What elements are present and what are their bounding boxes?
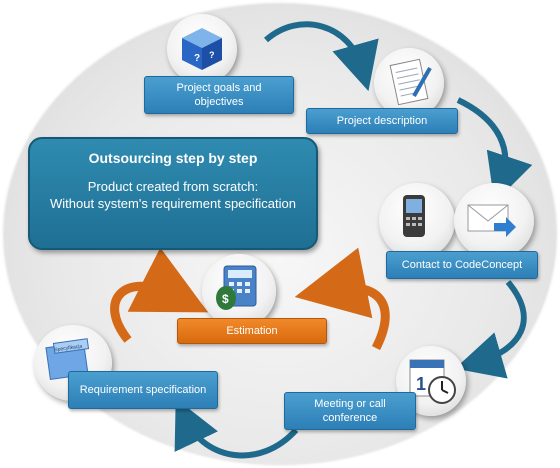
node-estimation: $ [202, 254, 276, 328]
step-label-estimation: Estimation [177, 318, 327, 344]
svg-text:?: ? [194, 53, 200, 64]
svg-text:Specyfikacja: Specyfikacja [54, 343, 83, 353]
arrow-contact-to-meeting [454, 280, 527, 379]
notepad-pen-icon [389, 58, 432, 106]
arrow-estimation-loop [294, 247, 390, 351]
svg-text:1: 1 [416, 374, 426, 394]
envelope-icon [467, 204, 516, 237]
calculator-money-icon: $ [216, 265, 257, 310]
step-label-requirement: Requirement specification [68, 371, 218, 409]
svg-text:$: $ [222, 292, 229, 306]
step-label-contact: Contact to CodeConcept [386, 251, 538, 279]
node-contact-mail [454, 183, 534, 259]
node-contact-phone [379, 183, 455, 259]
blue-cube-icon: ? ? [182, 28, 222, 70]
title-box: Outsourcing step by step Product created… [28, 137, 318, 250]
node-meeting: 1 [396, 346, 466, 416]
node-project-goals: ? ? [167, 14, 237, 84]
step-label-project-goals: Project goals and objectives [144, 76, 294, 114]
calendar-clock-icon: 1 [409, 359, 456, 404]
mobile-phone-icon [403, 195, 425, 237]
diagram-subtitle: Product created from scratch: Without sy… [50, 179, 296, 211]
diagram-title: Outsourcing step by step [88, 150, 258, 166]
step-label-project-description: Project description [306, 108, 458, 134]
folder-icon: Specyfikacja [45, 338, 90, 381]
node-project-description [374, 48, 444, 118]
arrow-goals-to-description [264, 21, 379, 92]
arrow-meeting-to-requirement [174, 398, 299, 459]
svg-text:?: ? [209, 50, 215, 60]
step-label-meeting: Meeting or call conference [284, 392, 416, 430]
arrow-requirement-to-estimation [110, 247, 209, 343]
arrow-description-to-contact [456, 97, 533, 203]
